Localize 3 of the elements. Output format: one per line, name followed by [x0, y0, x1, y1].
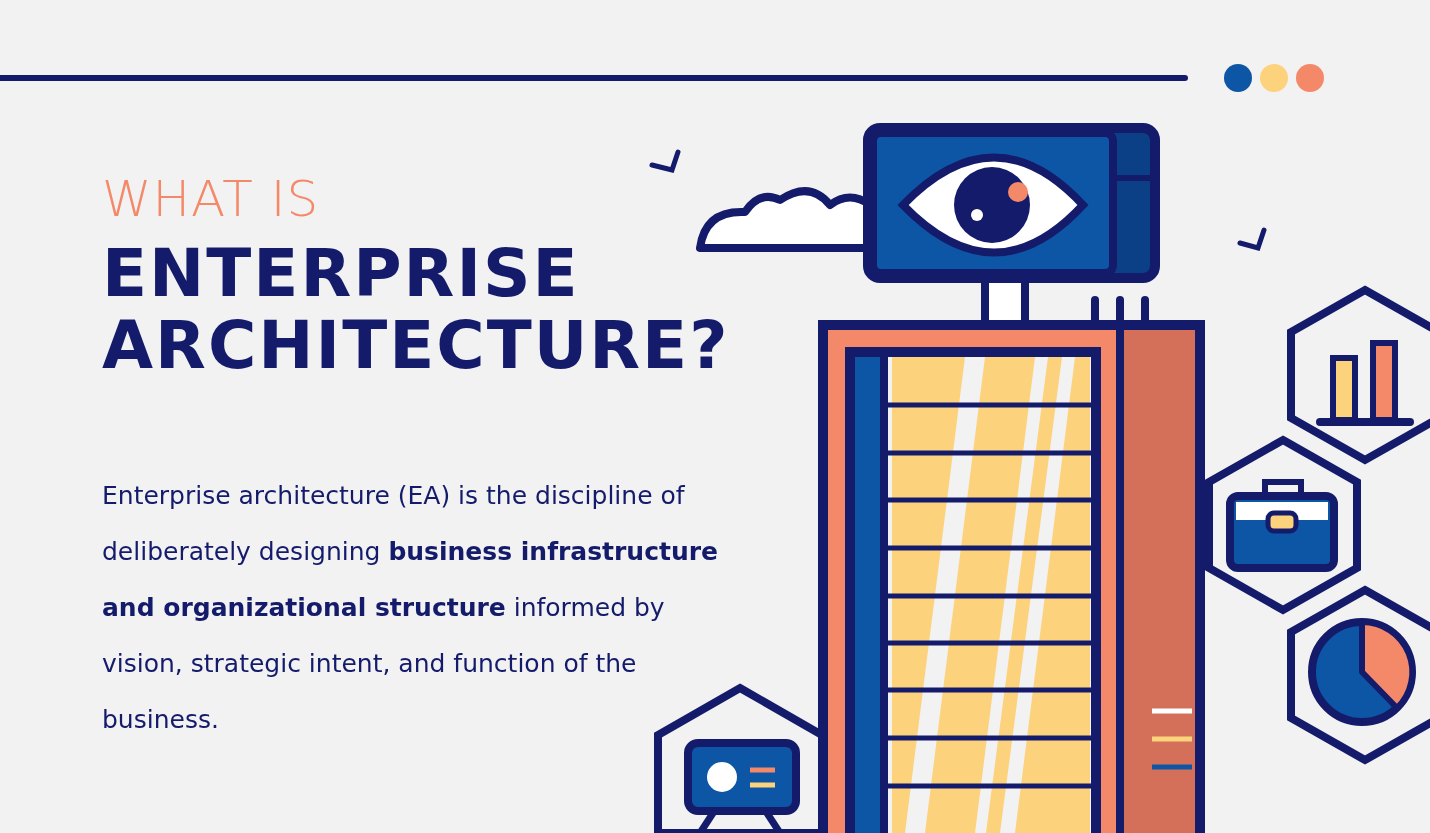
heading-title: ENTERPRISE ARCHITECTURE?	[102, 238, 731, 382]
heading-kicker: WHAT IS	[102, 170, 320, 228]
body-paragraph: Enterprise architecture (EA) is the discipline of deliberately designing business infrastructure and organizational structure informed by vision, strategic intent, and function of the business.	[102, 480, 720, 736]
